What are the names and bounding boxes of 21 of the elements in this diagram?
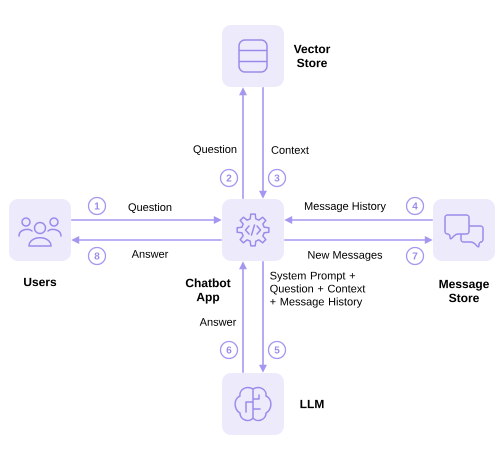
node-label: Chatbot App: [186, 278, 231, 304]
callout-number: 3: [268, 168, 286, 188]
edge-label: System Prompt + Question + Context + Message History: [268, 270, 368, 310]
edge-label: Question: [192, 143, 239, 157]
node-label: Vector Store: [294, 44, 330, 68]
edge-label: Question: [126, 201, 174, 215]
callout-number: 7: [406, 246, 424, 266]
edge-label: Message History: [302, 200, 388, 214]
callout-number: 1: [88, 196, 106, 216]
callout-number: 4: [406, 196, 424, 216]
callout-number: 2: [220, 168, 238, 188]
edge-label: Answer: [198, 316, 238, 328]
edge-label: Answer: [130, 248, 170, 260]
node-label: Users: [24, 278, 56, 286]
node-label: LLM: [300, 400, 324, 408]
edge-label: New Messages: [306, 250, 384, 262]
callout-number: 5: [268, 340, 286, 360]
callout-number: 6: [220, 340, 238, 360]
node-label: Message Store: [439, 280, 489, 302]
edge-label: Context: [270, 144, 310, 156]
callout-number: 8: [88, 246, 106, 266]
